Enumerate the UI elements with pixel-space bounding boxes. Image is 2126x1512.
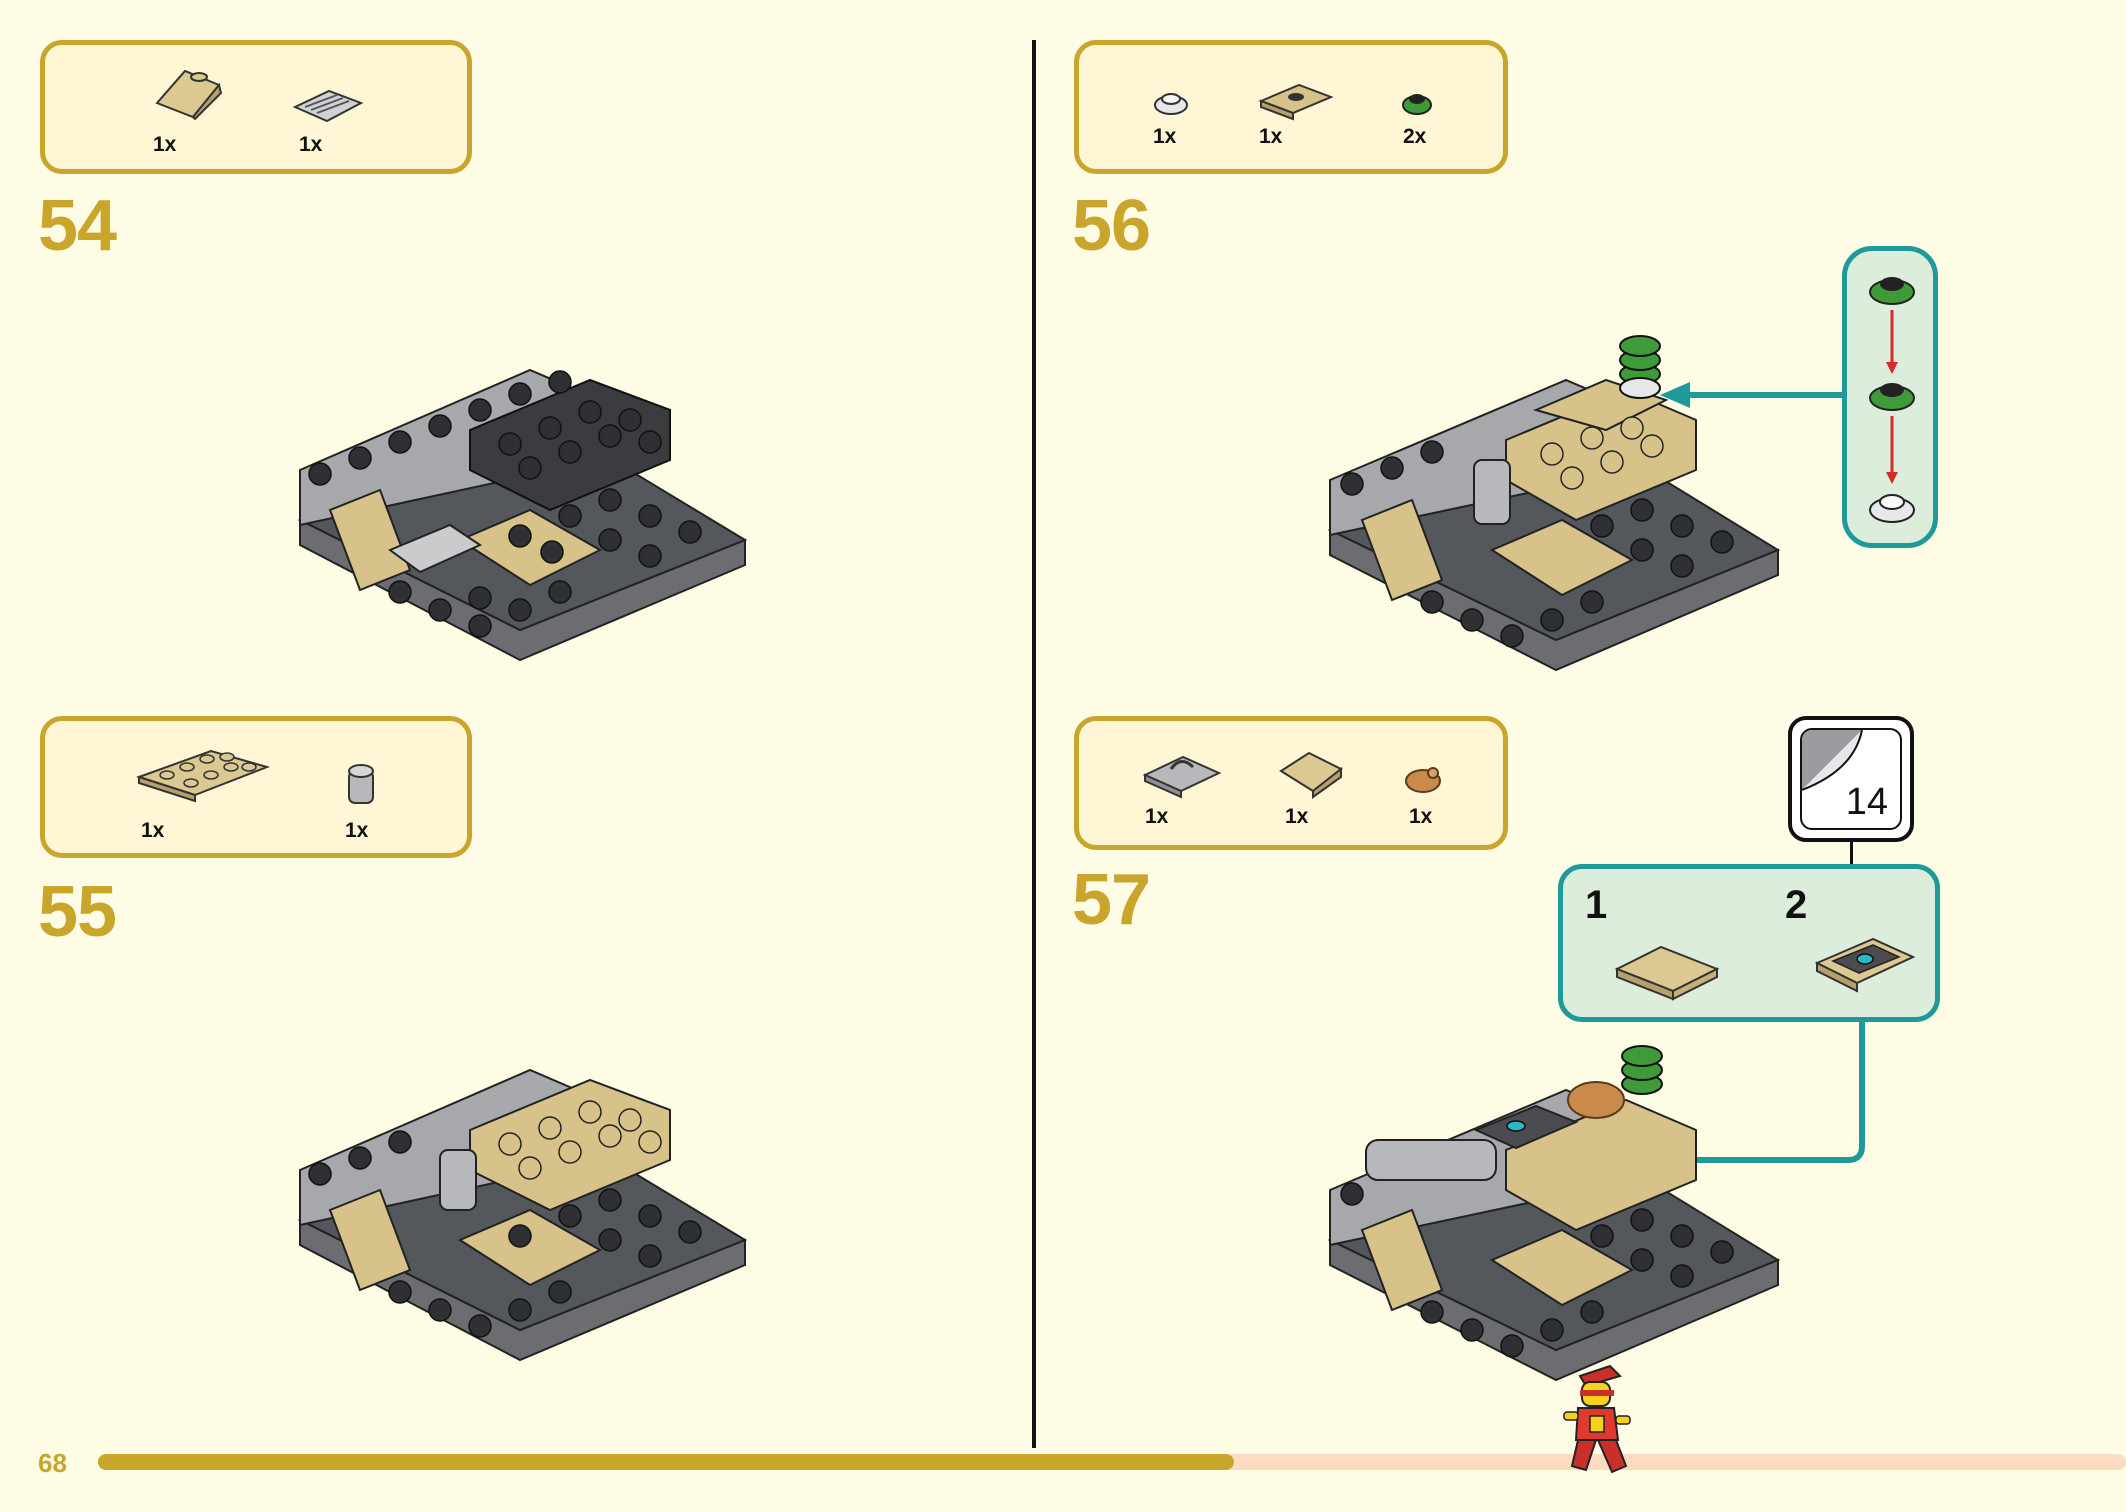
tan-slope-icon	[155, 69, 223, 121]
progress-fill	[98, 1454, 1234, 1470]
qty-label: 1x	[1285, 805, 1309, 828]
parts-box-step-56: 1x 1x 2x	[1074, 40, 1508, 174]
substep-callout-57: 1 2	[1558, 864, 1940, 1022]
tan-slope-tile-icon	[1279, 751, 1343, 799]
step-number-54: 54	[38, 186, 117, 266]
grille-tile-icon	[292, 89, 364, 123]
qty-label: 1x	[1259, 125, 1283, 148]
progress-track	[98, 1454, 2126, 1470]
qty-label: 1x	[1153, 125, 1177, 148]
tan-slope-tile-icon	[1614, 945, 1720, 1001]
parts-box-step-55: 1x 1x	[40, 716, 472, 858]
qty-label: 1x	[153, 133, 177, 156]
step-number-57: 57	[1072, 860, 1151, 940]
minifigure-mascot-icon	[1563, 1364, 1631, 1474]
page-divider	[1032, 40, 1036, 1448]
build-model-step-55	[297, 1068, 748, 1362]
stickered-tile-icon	[1814, 937, 1916, 993]
jumper-plate-tan-icon	[1258, 83, 1334, 121]
page-number: 68	[38, 1448, 67, 1478]
substep-number: 2	[1785, 883, 1808, 927]
sticker-icon: 14	[1800, 728, 1902, 830]
round-plate-white-icon	[1869, 494, 1915, 523]
qty-label: 1x	[299, 133, 323, 156]
round-plate-green-icon	[1402, 94, 1432, 115]
round-plate-green-icon	[1869, 277, 1915, 305]
sticker-number: 14	[1845, 781, 1888, 823]
callout-arrow	[1660, 382, 1846, 408]
subassembly-stack	[1869, 277, 1915, 523]
clip-plate-icon	[1142, 755, 1222, 799]
qty-label: 1x	[345, 819, 369, 842]
build-model-step-54	[297, 368, 748, 662]
food-piece-icon	[1405, 767, 1441, 793]
qty-label: 1x	[141, 819, 165, 842]
step-number-55: 55	[38, 872, 117, 952]
round-brick-icon	[348, 764, 374, 804]
tan-plate-2x4-icon	[135, 749, 271, 803]
build-model-step-57	[1327, 1045, 1781, 1382]
round-plate-green-icon	[1869, 383, 1915, 411]
round-plate-white-icon	[1154, 93, 1188, 115]
qty-label: 1x	[1145, 805, 1169, 828]
parts-box-step-54: 1x 1x	[40, 40, 472, 174]
sticker-sheet-tag: 14	[1788, 716, 1914, 842]
substep-number: 1	[1585, 883, 1608, 927]
step-number-56: 56	[1072, 186, 1151, 266]
qty-label: 1x	[1409, 805, 1433, 828]
parts-box-step-57: 1x 1x 1x	[1074, 716, 1508, 850]
build-model-step-56	[1327, 335, 1781, 672]
qty-label: 2x	[1403, 125, 1427, 148]
